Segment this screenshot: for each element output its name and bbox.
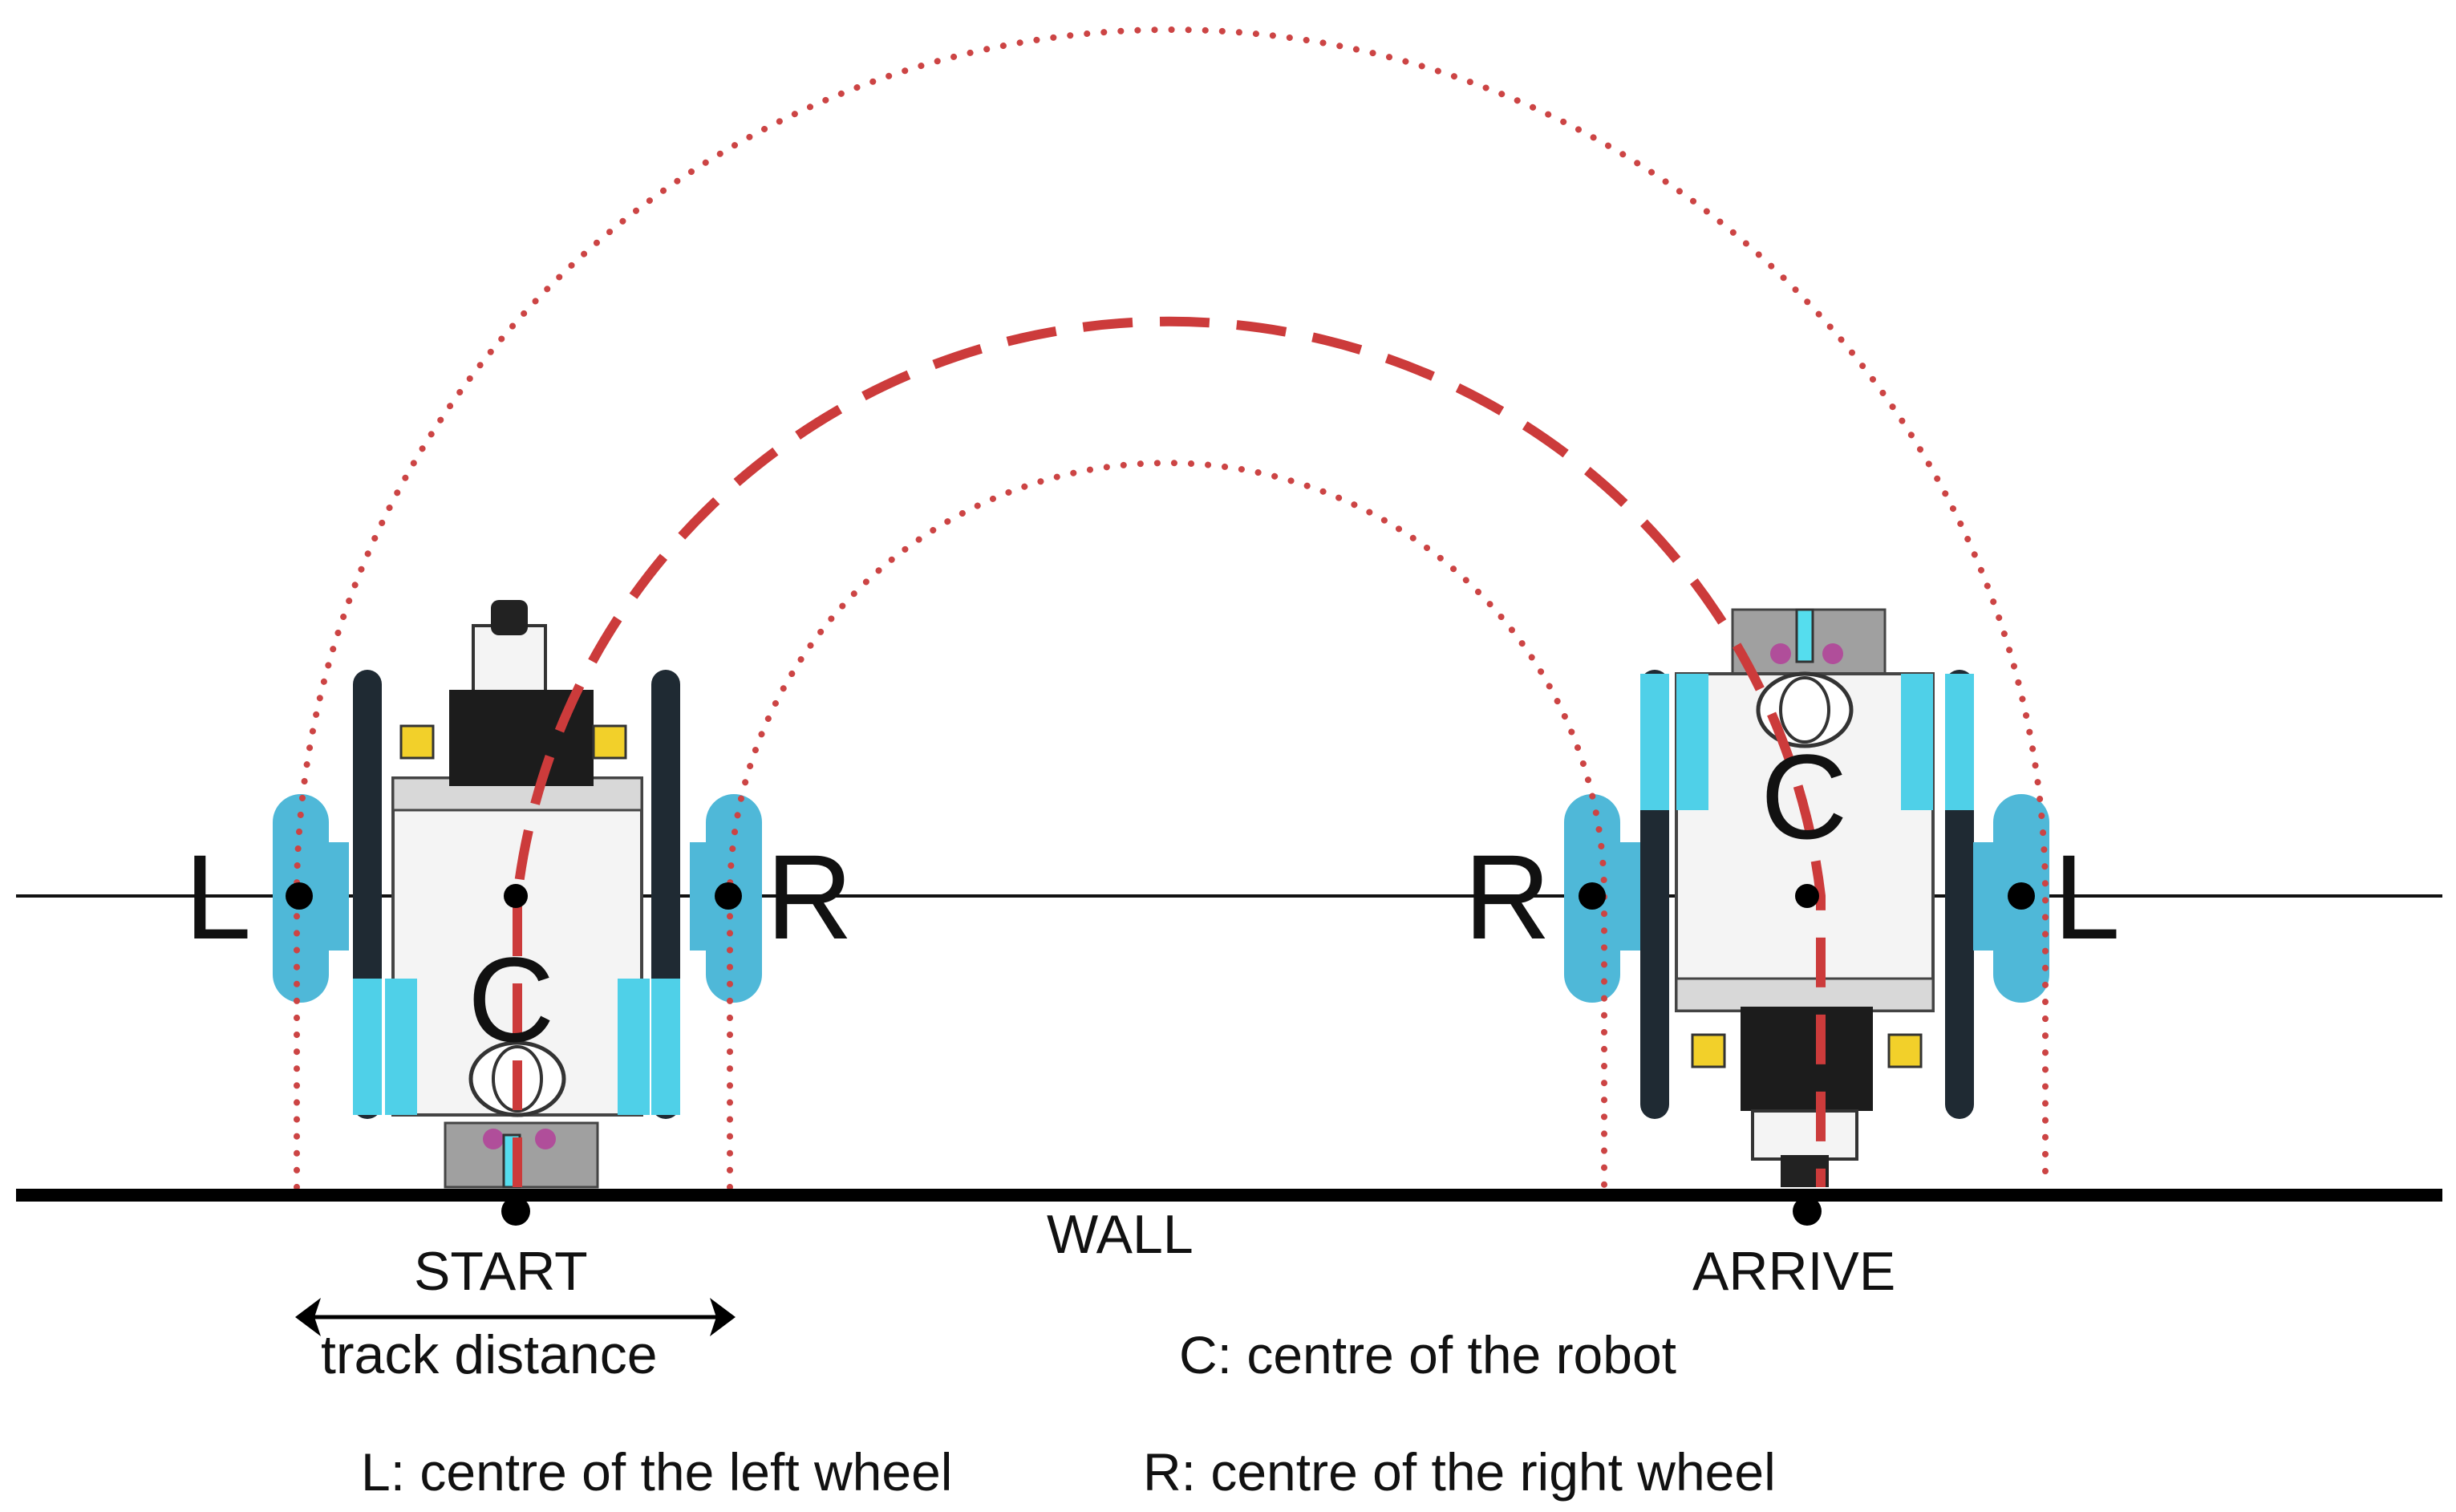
arrive-right-point [1579,882,1606,910]
arrive-right-label: R [1464,829,1550,964]
start-marker [501,1197,530,1226]
start-left-point [286,882,313,910]
arrive-left-label: L [2053,829,2120,964]
legend-right: R: centre of the right wheel [1143,1442,1776,1502]
start-right-label: R [766,829,853,964]
start-centre-point [504,884,528,908]
arrive-label: ARRIVE [1692,1241,1895,1302]
legend-left: L: centre of the left wheel [361,1442,952,1502]
wall-label: WALL [1047,1204,1194,1265]
arrive-left-point [2008,882,2035,910]
start-centre-label: C [468,932,554,1067]
legend-centre: C: centre of the robot [1179,1325,1676,1384]
arrive-centre-label: C [1761,729,1847,864]
arrive-robot [1564,608,2049,1187]
track-distance-arrow [295,1298,736,1336]
start-right-point [715,882,742,910]
start-left-label: L [184,829,251,964]
left-wheel-arc [294,26,2049,1190]
track-distance-label: track distance [321,1324,658,1385]
arrive-centre-point [1795,884,1819,908]
arrive-marker [1793,1197,1822,1226]
centre-path [513,316,1826,1187]
right-wheel-arc [727,460,1607,1190]
start-label: START [414,1241,588,1302]
